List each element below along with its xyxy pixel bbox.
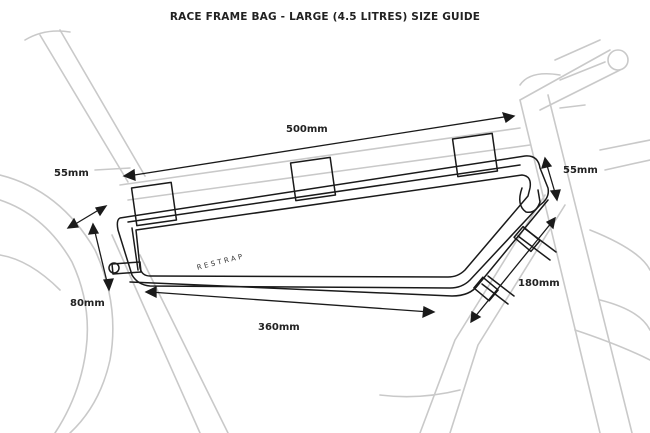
dimension-arrows: [66, 112, 561, 324]
bag-outline: [116, 155, 550, 289]
arrow-top-length: [127, 115, 511, 177]
label-front-height: 80mm: [70, 298, 105, 309]
label-bottom-length: 360mm: [258, 322, 300, 333]
page-title: RACE FRAME BAG - LARGE (4.5 LITRES) SIZE…: [169, 11, 481, 23]
label-rear-height: 55mm: [563, 165, 598, 176]
frame-bag: [108, 132, 557, 305]
arrow-rear-depth: [473, 221, 553, 319]
arrow-bottom-length: [149, 291, 431, 313]
label-top-length: 500mm: [286, 124, 328, 135]
label-rear-depth: 180mm: [518, 278, 560, 289]
arrow-front-height: [93, 227, 109, 287]
label-front-top-height: 55mm: [54, 168, 89, 179]
